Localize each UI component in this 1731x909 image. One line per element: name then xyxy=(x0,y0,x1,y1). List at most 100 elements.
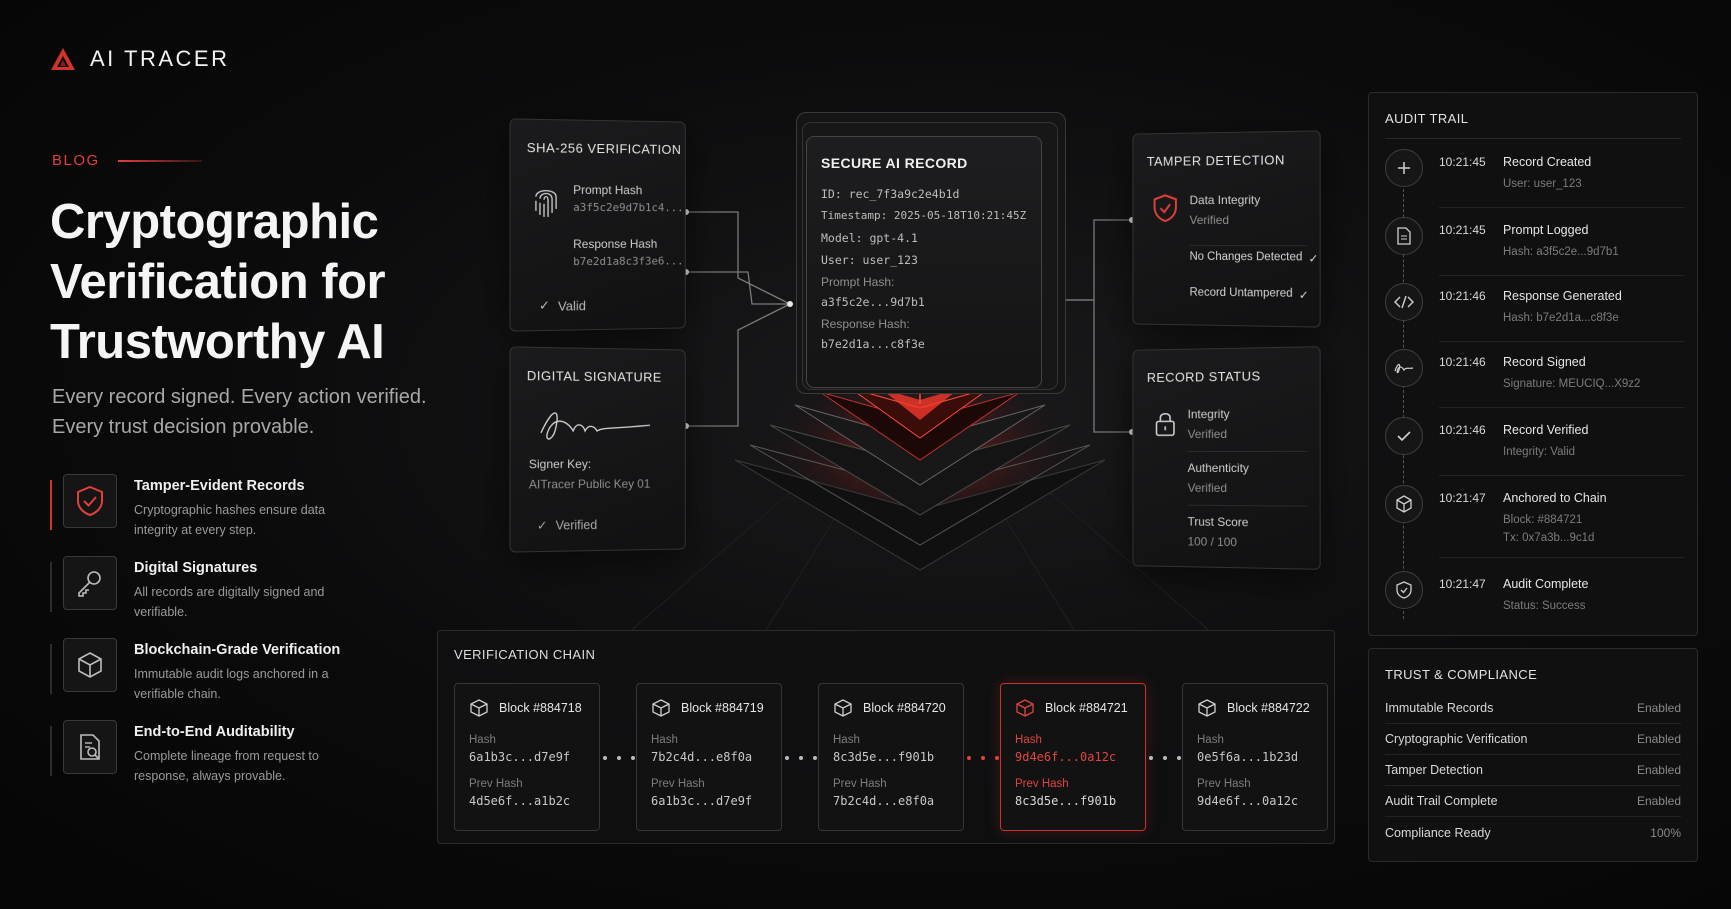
record-prompt-label: Prompt Hash: xyxy=(821,275,895,289)
compliance-value: Enabled xyxy=(1636,701,1681,715)
panel-title: VERIFICATION CHAIN xyxy=(454,647,596,662)
hash-label: Hash xyxy=(1015,734,1042,746)
audit-item[interactable]: 10:21:45 Record Created User: user_123 xyxy=(1385,149,1685,211)
audit-event: Record Signed xyxy=(1503,355,1586,369)
cube-icon xyxy=(63,638,117,692)
verification-chain-panel: VERIFICATION CHAIN Block #884718 Hash 6a… xyxy=(437,630,1335,844)
cube-icon xyxy=(1198,699,1216,717)
blog-kicker: BLOG xyxy=(52,152,202,169)
audit-time: 10:21:46 xyxy=(1439,355,1486,369)
lock-icon xyxy=(1155,409,1176,437)
document-icon xyxy=(1385,217,1423,255)
audit-item[interactable]: 10:21:46 Record Verified Integrity: Vali… xyxy=(1385,417,1685,479)
response-hash-value: b7e2d1a8c3f3e6... xyxy=(573,254,684,269)
record-timestamp: Timestamp: 2025-05-18T10:21:45Z xyxy=(821,209,1027,222)
check-no-changes: No Changes Detected✓ xyxy=(1190,251,1319,266)
block-name: Block #884721 xyxy=(1045,701,1128,715)
record-response-label: Response Hash: xyxy=(821,317,910,331)
prompt-hash-label: Prompt Hash xyxy=(573,182,643,198)
chain-connector xyxy=(967,756,999,760)
feature-list: Tamper-Evident Records Cryptographic has… xyxy=(50,474,440,802)
check-icon: ✓ xyxy=(1298,289,1309,303)
hash-value: 9d4e6f...0a12c xyxy=(1015,750,1117,764)
chain-block[interactable]: Block #884718 Hash 6a1b3c...d7e9f Prev H… xyxy=(454,683,600,831)
status-row-value: 100 / 100 xyxy=(1187,534,1237,550)
audit-event: Response Generated xyxy=(1503,289,1622,303)
shield-check-icon xyxy=(63,474,117,528)
hash-value: 6a1b3c...d7e9f xyxy=(469,750,571,764)
cube-icon xyxy=(1385,485,1423,523)
audit-detail: Signature: MEUCIQ...X9z2 xyxy=(1503,378,1641,390)
feature-item[interactable]: End-to-End Auditability Complete lineage… xyxy=(50,720,440,802)
block-name: Block #884722 xyxy=(1227,701,1310,715)
check-icon xyxy=(1385,417,1423,455)
feature-title: Blockchain-Grade Verification xyxy=(134,642,341,658)
audit-item[interactable]: 10:21:46 Response Generated Hash: b7e2d1… xyxy=(1385,283,1685,345)
audit-item[interactable]: 10:21:46 Record Signed Signature: MEUCIQ… xyxy=(1385,349,1685,411)
compliance-value: Enabled xyxy=(1636,763,1681,777)
audit-detail: Hash: a3f5c2e...9d7b1 xyxy=(1503,246,1619,258)
panel-title: RECORD STATUS xyxy=(1146,368,1261,386)
sha-status: ✓ Valid xyxy=(539,297,586,314)
title-line-2: Verification for xyxy=(50,255,386,309)
feature-indicator xyxy=(50,644,52,694)
audit-item[interactable]: 10:21:47 Anchored to Chain Block: #88472… xyxy=(1385,485,1685,561)
feature-title: End-to-End Auditability xyxy=(134,724,295,740)
subtitle-line-1: Every record signed. Every action verifi… xyxy=(52,386,427,408)
chain-block[interactable]: Block #884722 Hash 0e5f6a...1b23d Prev H… xyxy=(1182,683,1328,831)
chip-platform xyxy=(734,277,1106,571)
chain-block[interactable]: Block #884719 Hash 7b2c4d...e8f0a Prev H… xyxy=(636,683,782,831)
response-hash-label: Response Hash xyxy=(573,236,658,252)
feature-item[interactable]: Digital Signatures All records are digit… xyxy=(50,556,440,638)
feature-item[interactable]: Tamper-Evident Records Cryptographic has… xyxy=(50,474,440,556)
feature-indicator xyxy=(50,726,52,776)
chain-connector xyxy=(603,756,635,760)
audit-event: Anchored to Chain xyxy=(1503,491,1607,505)
status-text: Verified xyxy=(555,517,598,533)
compliance-value: Enabled xyxy=(1636,794,1681,808)
status-row-label: Trust Score xyxy=(1187,514,1249,530)
page-subtitle: Every record signed. Every action verifi… xyxy=(52,382,472,442)
compliance-label: Tamper Detection xyxy=(1385,763,1483,777)
feature-indicator xyxy=(50,480,52,530)
brand-logo[interactable]: AI TRACER xyxy=(50,46,229,72)
record-user: User: user_123 xyxy=(821,253,918,267)
audit-event: Audit Complete xyxy=(1503,577,1589,591)
audit-detail: Status: Success xyxy=(1503,600,1586,612)
audit-time: 10:21:47 xyxy=(1439,577,1486,591)
record-prompt-value: a3f5c2e...9d7b1 xyxy=(821,295,925,309)
audit-time: 10:21:45 xyxy=(1439,155,1486,169)
status-row-label: Integrity xyxy=(1187,406,1230,422)
record-response-value: b7e2d1a...c8f3e xyxy=(821,337,925,351)
record-status-panel: RECORD STATUS Integrity Verified Authent… xyxy=(1132,346,1321,570)
status-row-value: Verified xyxy=(1187,426,1228,442)
audit-item[interactable]: 10:21:45 Prompt Logged Hash: a3f5c2e...9… xyxy=(1385,217,1685,279)
subtitle-line-2: Every trust decision provable. xyxy=(52,416,315,438)
kicker-text: BLOG xyxy=(52,152,100,169)
prev-hash-label: Prev Hash xyxy=(469,778,523,790)
signature-status: ✓ Verified xyxy=(537,517,597,533)
hash-value: 7b2c4d...e8f0a xyxy=(651,750,753,764)
signer-key-value: AITracer Public Key 01 xyxy=(528,476,651,492)
audit-time: 10:21:46 xyxy=(1439,423,1486,437)
status-row-label: Authenticity xyxy=(1187,460,1249,476)
audit-event: Record Verified xyxy=(1503,423,1589,437)
chain-block[interactable]: Block #884720 Hash 8c3d5e...f901b Prev H… xyxy=(818,683,964,831)
feature-item[interactable]: Blockchain-Grade Verification Immutable … xyxy=(50,638,440,720)
prev-hash-label: Prev Hash xyxy=(1197,778,1251,790)
panel-title: TRUST & COMPLIANCE xyxy=(1385,667,1538,682)
kicker-line xyxy=(117,159,202,162)
check-icon: ✓ xyxy=(1308,253,1319,266)
status-text: Valid xyxy=(558,297,586,314)
block-name: Block #884718 xyxy=(499,701,582,715)
panel-title: AUDIT TRAIL xyxy=(1385,111,1469,126)
audit-item[interactable]: 10:21:47 Audit Complete Status: Success xyxy=(1385,571,1685,633)
audit-time: 10:21:45 xyxy=(1439,223,1486,237)
shield-check-icon xyxy=(1385,571,1423,609)
prev-hash-value: 4d5e6f...a1b2c xyxy=(469,794,571,808)
prev-hash-value: 8c3d5e...f901b xyxy=(1015,794,1117,808)
chain-block-highlighted[interactable]: Block #884721 Hash 9d4e6f...0a12c Prev H… xyxy=(1000,683,1146,831)
